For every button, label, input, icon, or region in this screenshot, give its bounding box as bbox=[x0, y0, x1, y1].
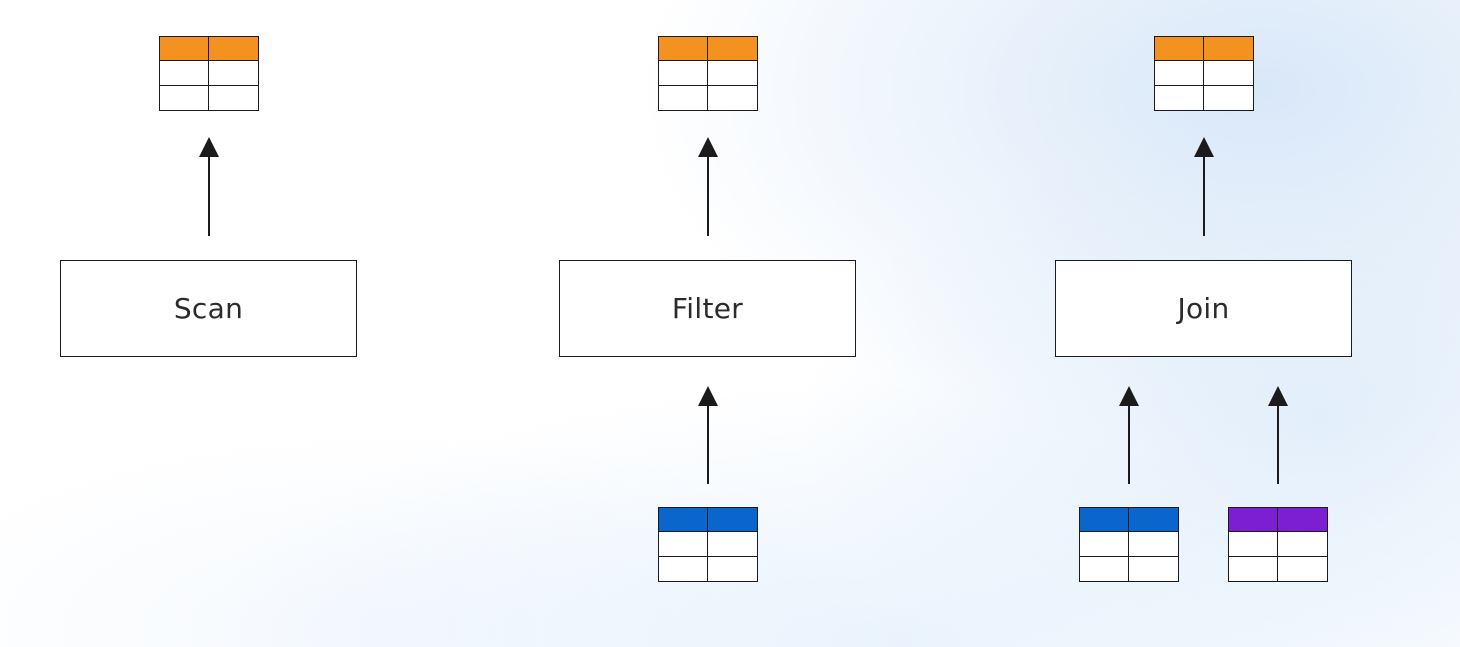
scan-label: Scan bbox=[173, 292, 244, 325]
join-input-arrow-right bbox=[1268, 386, 1288, 484]
filter-label: Filter bbox=[671, 292, 744, 325]
filter-operator-box: Filter bbox=[559, 260, 856, 357]
join-label: Join bbox=[1177, 292, 1230, 325]
filter-output-table-icon bbox=[658, 36, 758, 111]
filter-output-arrow bbox=[698, 137, 718, 236]
join-input-arrow-left bbox=[1119, 386, 1139, 484]
scan-output-table-icon bbox=[159, 36, 259, 111]
join-output-arrow bbox=[1194, 137, 1214, 236]
join-output-table-icon bbox=[1154, 36, 1254, 111]
join-input-table-right-icon bbox=[1228, 507, 1328, 582]
join-operator-box: Join bbox=[1055, 260, 1352, 357]
scan-output-arrow bbox=[199, 137, 219, 236]
filter-input-table-icon bbox=[658, 507, 758, 582]
scan-operator-box: Scan bbox=[60, 260, 357, 357]
filter-input-arrow bbox=[698, 386, 718, 484]
join-input-table-left-icon bbox=[1079, 507, 1179, 582]
